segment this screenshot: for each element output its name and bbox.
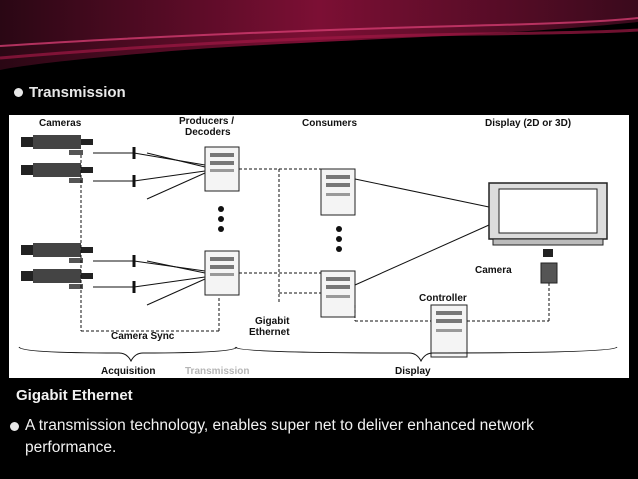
body-bullet: A transmission technology, enables super… <box>10 415 625 459</box>
label-controller: Controller <box>419 293 467 304</box>
label-producers-1: Producers / <box>179 116 234 127</box>
section-heading-text: Transmission <box>29 84 126 101</box>
producer-pc-icon <box>204 146 240 192</box>
camera-icon <box>21 163 93 183</box>
ellipsis-icon <box>218 206 224 232</box>
bullet-icon <box>10 422 19 431</box>
ellipsis-icon <box>336 226 342 252</box>
consumer-pc-icon <box>320 168 356 216</box>
header-banner <box>0 0 638 70</box>
label-producers-2: Decoders <box>185 127 231 138</box>
subheading: Gigabit Ethernet <box>16 387 133 404</box>
controller-pc-icon <box>430 304 468 358</box>
display-monitor-icon <box>488 182 608 246</box>
label-gigabit-1: Gigabit <box>255 316 290 327</box>
label-consumers: Consumers <box>302 118 357 129</box>
label-display-device: Display (2D or 3D) <box>485 118 571 129</box>
label-cameras: Cameras <box>39 118 82 129</box>
label-camera-sync: Camera Sync <box>111 331 175 342</box>
tracking-camera-icon <box>540 249 558 284</box>
producer-pc-icon <box>204 250 240 296</box>
label-gigabit-2: Ethernet <box>249 327 290 338</box>
body-bullet-text: A transmission technology, enables super… <box>25 417 534 456</box>
camera-icon <box>21 243 93 263</box>
label-transmission: Transmission <box>185 366 249 377</box>
camera-icon <box>21 135 93 155</box>
label-acquisition: Acquisition <box>101 366 155 377</box>
label-camera: Camera <box>475 265 512 276</box>
diagram-canvas: Cameras Producers / Decoders Consumers D… <box>18 116 618 377</box>
label-display: Display <box>395 366 431 377</box>
section-heading: Transmission <box>14 84 126 101</box>
consumer-pc-icon <box>320 270 356 318</box>
bullet-icon <box>14 88 23 97</box>
system-diagram: Cameras Producers / Decoders Consumers D… <box>9 115 629 378</box>
camera-icon <box>21 269 93 289</box>
